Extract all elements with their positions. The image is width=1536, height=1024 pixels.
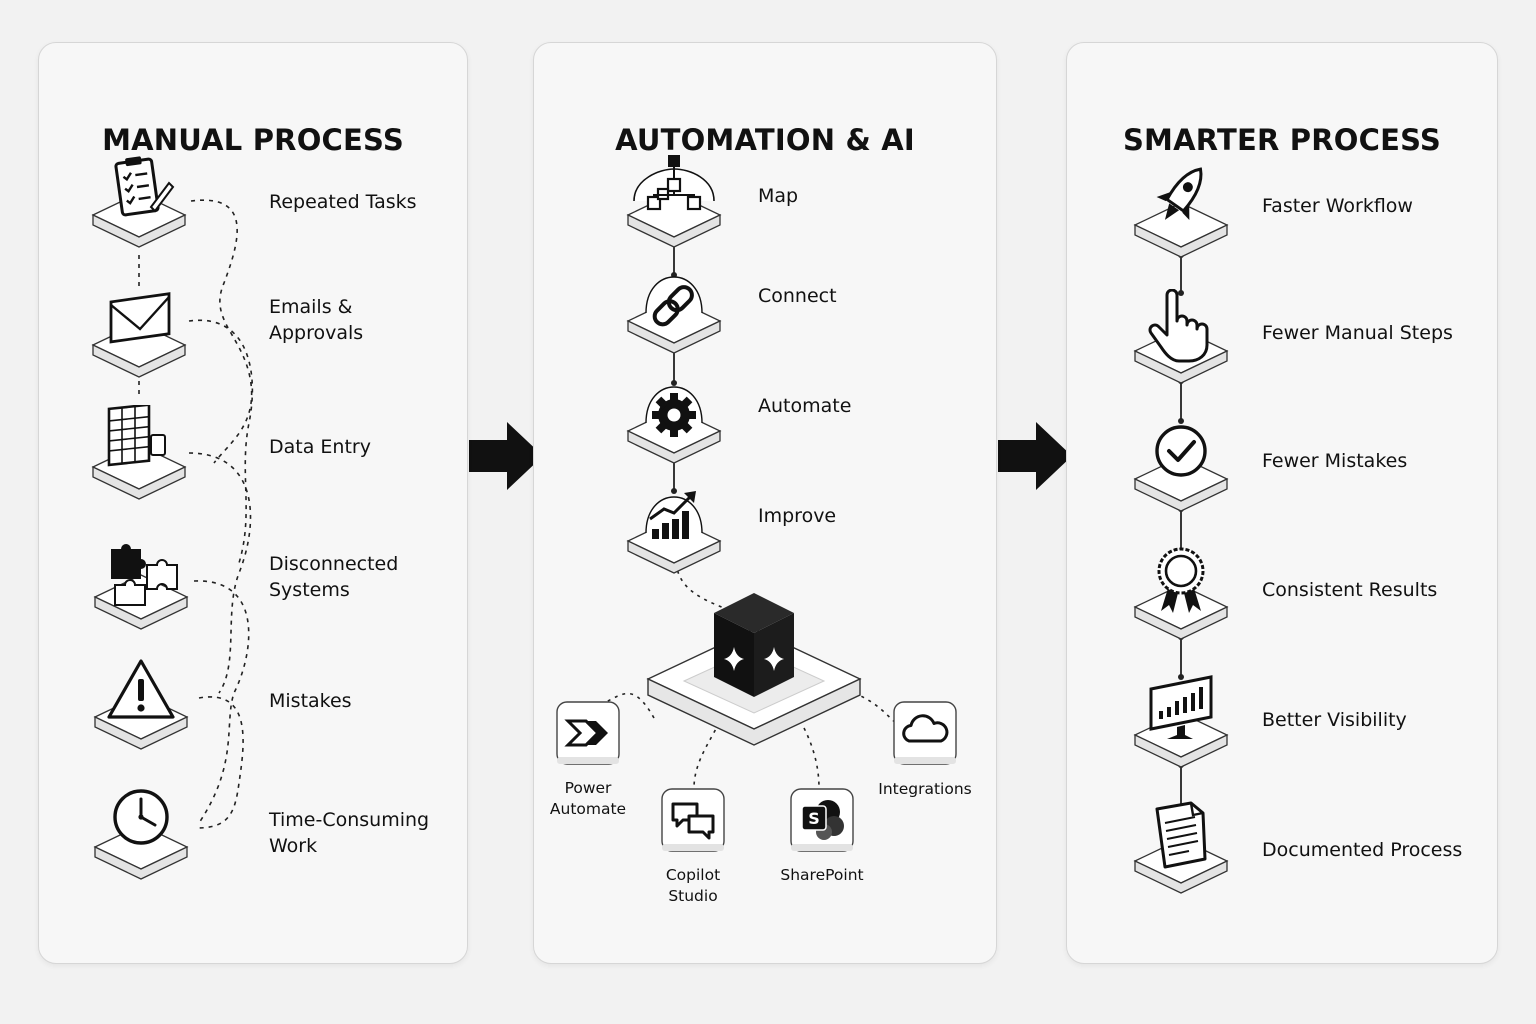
item-label-fewer-mistakes: Fewer Mistakes	[1262, 450, 1408, 472]
puzzle-pieces-icon	[111, 544, 178, 606]
tool-label-copilot-studio: Copilot Studio	[665, 866, 721, 905]
item-label-consistent-results: Consistent Results	[1262, 579, 1438, 601]
rocket-icon	[1156, 167, 1203, 220]
sharepoint-icon: S	[801, 800, 844, 840]
item-label-better-visibility: Better Visibility	[1262, 709, 1407, 731]
item-label-fewer-manual-steps: Fewer Manual Steps	[1262, 322, 1453, 344]
tool-integrations	[893, 701, 957, 765]
tile-better-visibility	[1131, 673, 1231, 773]
tile-connect	[624, 259, 724, 359]
cloud-icon	[902, 714, 949, 743]
tool-label-integrations: Integrations	[878, 780, 972, 798]
svg-text:S: S	[808, 809, 820, 828]
flow-arrow-manual-to-automation	[469, 422, 543, 490]
tile-time-consuming-work	[91, 785, 191, 885]
chat-bubbles-icon	[671, 802, 715, 840]
pointer-hand-icon	[1148, 289, 1209, 363]
tool-label-power-automate: Power Automate	[549, 779, 627, 818]
item-label-documented-process: Documented Process	[1262, 839, 1463, 861]
gear-icon	[652, 393, 696, 437]
item-label-disconnected-systems: Disconnected Systems	[269, 553, 399, 601]
check-circle-icon	[1155, 425, 1207, 477]
tile-automate	[624, 369, 724, 469]
power-automate-icon	[564, 719, 608, 747]
clipboard-checklist-icon	[114, 156, 175, 217]
tile-documented-process	[1131, 799, 1231, 899]
warning-triangle-icon	[107, 659, 175, 719]
envelope-icon	[109, 292, 171, 344]
tool-power-automate	[556, 701, 620, 765]
item-label-faster-workflow: Faster Workflow	[1262, 195, 1413, 217]
tile-mistakes	[91, 655, 191, 755]
document-icon	[1155, 801, 1207, 869]
tool-label-sharepoint: SharePoint	[780, 866, 864, 884]
tool-sharepoint: S	[790, 788, 854, 852]
spreadsheet-icon	[107, 405, 166, 467]
item-label-emails-approvals: Emails & Approvals	[269, 296, 364, 344]
manual-process-panel: MANUAL PROCESS Repeated Tasks	[38, 42, 468, 964]
step-label-automate: Automate	[758, 395, 852, 417]
tile-data-entry	[89, 405, 189, 505]
step-label-improve: Improve	[758, 505, 837, 527]
tile-faster-workflow	[1131, 163, 1231, 263]
tile-fewer-manual-steps	[1131, 289, 1231, 389]
item-label-time-consuming-work: Time-Consuming Work	[269, 809, 430, 857]
tile-fewer-mistakes	[1131, 417, 1231, 517]
smarter-process-panel: SMARTER PROCESS F	[1066, 42, 1498, 964]
item-label-repeated-tasks: Repeated Tasks	[269, 191, 417, 213]
flow-arrow-automation-to-smarter	[998, 422, 1072, 490]
tile-consistent-results	[1131, 545, 1231, 645]
flowchart-icon	[633, 155, 715, 211]
panel-title-smarter: SMARTER PROCESS	[1122, 123, 1442, 157]
clock-icon	[113, 789, 169, 845]
tile-disconnected-systems	[91, 535, 191, 635]
tile-emails-approvals	[89, 283, 189, 383]
panel-title-manual: MANUAL PROCESS	[102, 123, 404, 157]
automation-ai-panel: AUTOMATION & AI	[533, 42, 997, 964]
tile-repeated-tasks	[89, 153, 189, 253]
ai-sparkle-cube-icon	[714, 593, 794, 697]
monitor-chart-icon	[1149, 675, 1213, 739]
tile-map	[624, 153, 724, 253]
item-label-data-entry: Data Entry	[269, 436, 371, 458]
award-ribbon-icon	[1157, 547, 1205, 613]
tile-improve	[624, 479, 724, 579]
tool-copilot-studio	[661, 788, 725, 852]
step-label-connect: Connect	[758, 285, 837, 307]
growth-chart-icon	[649, 491, 696, 539]
step-label-map: Map	[758, 185, 799, 207]
item-label-mistakes: Mistakes	[269, 690, 352, 712]
panel-title-automation: AUTOMATION & AI	[615, 123, 915, 157]
chain-link-icon	[652, 285, 694, 327]
ai-hub-platform	[646, 593, 862, 746]
